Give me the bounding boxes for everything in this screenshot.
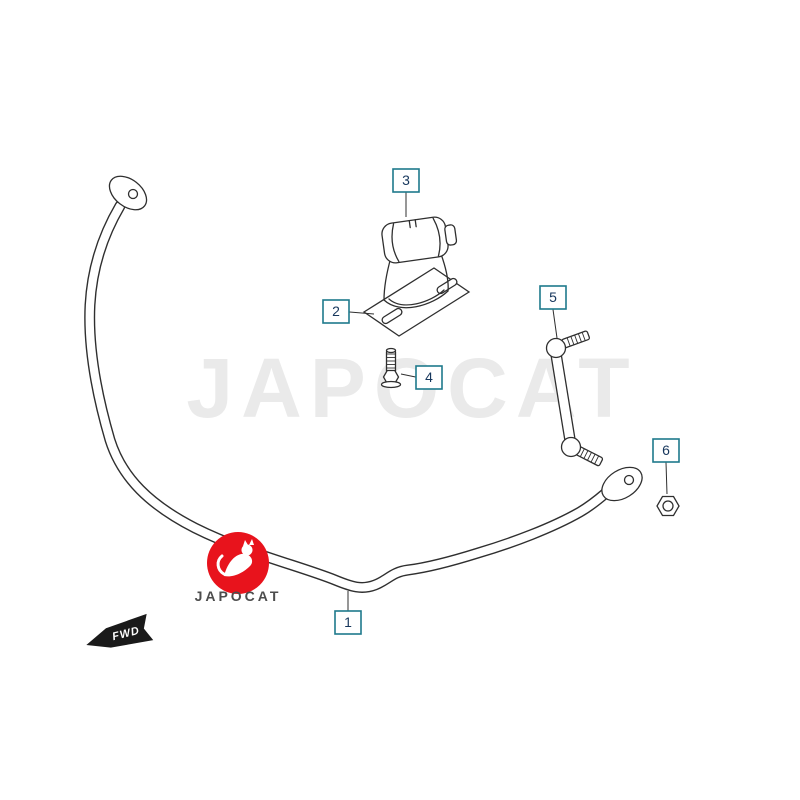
callout-number-2: 2	[332, 303, 340, 319]
bar-end-left-hole	[127, 188, 139, 200]
clamp-bottom	[383, 290, 449, 309]
callout-number-1: 1	[344, 614, 352, 630]
callout-4[interactable]: 4	[400, 365, 443, 390]
leader-line-5	[552, 309, 558, 339]
bracket-plate	[362, 267, 471, 337]
leader-line-2	[349, 311, 375, 315]
fwd-arrow-icon: FWD	[86, 613, 154, 648]
callout-box-4[interactable]	[415, 365, 443, 390]
callout-box-6[interactable]	[652, 438, 680, 463]
brand-logo: JAPOCAT	[195, 532, 282, 604]
callout-box-1[interactable]	[334, 610, 362, 635]
bolt-shaft	[385, 349, 397, 374]
link-bottom-stud	[574, 446, 604, 467]
bushing-cylinder	[381, 216, 458, 264]
bar-end-right	[601, 466, 643, 502]
brand-logo-text: JAPOCAT	[195, 588, 282, 604]
brand-cat-icon	[216, 539, 254, 577]
nut-hole	[662, 500, 674, 512]
clamp-right-leg	[440, 253, 449, 292]
callout-box-2[interactable]	[322, 299, 350, 324]
callout-number-6: 6	[662, 442, 670, 458]
callout-5[interactable]: 5	[539, 285, 567, 339]
clamp-left-leg	[383, 256, 392, 301]
callout-box-5[interactable]	[539, 285, 567, 310]
bracket-slot-left	[381, 307, 403, 325]
nut	[656, 495, 680, 517]
clamp-bottom-inner	[388, 289, 445, 306]
bolt	[380, 347, 402, 389]
bracket-slot-right	[436, 277, 458, 295]
link-bottom-joint	[560, 436, 582, 458]
stabilizer-link	[545, 330, 604, 467]
stabilizer-bar-body	[85, 201, 612, 592]
callout-number-5: 5	[549, 289, 557, 305]
bar-end-right-hole	[623, 474, 635, 486]
bushing-clamp	[381, 216, 458, 309]
leader-line-6	[665, 462, 668, 495]
callout-3[interactable]: 3	[392, 168, 420, 217]
callout-number-3: 3	[402, 172, 410, 188]
callout-box-3[interactable]	[392, 168, 420, 193]
bolt-flange	[380, 380, 402, 389]
leader-line-4	[400, 373, 416, 378]
bushing-end-cap	[444, 224, 458, 246]
callout-2[interactable]: 2	[322, 299, 375, 324]
callout-1[interactable]: 1	[334, 591, 362, 635]
callout-number-4: 4	[425, 369, 433, 385]
link-top-joint	[545, 337, 567, 359]
callout-6[interactable]: 6	[652, 438, 680, 495]
stabilizer-bar	[84, 175, 643, 593]
